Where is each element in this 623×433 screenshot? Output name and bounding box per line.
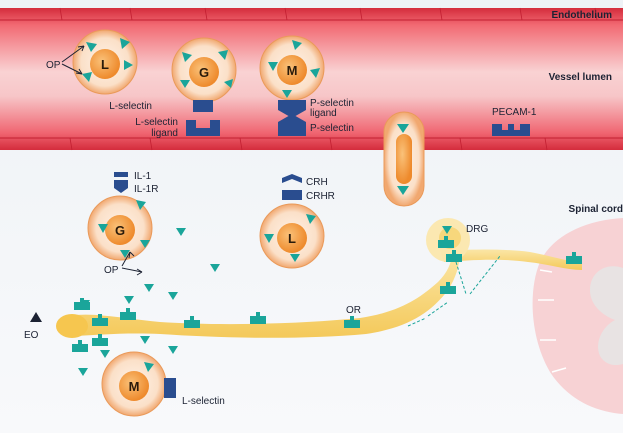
op-receptor-icon xyxy=(290,254,300,262)
op-receptor-icon xyxy=(86,42,97,52)
op-receptor-icon xyxy=(292,40,302,50)
endothelium-label: Endothelium xyxy=(551,10,612,21)
l-selectin-ligand xyxy=(186,120,220,136)
op-label-bottom: OP xyxy=(104,265,119,276)
cell-letter: G xyxy=(199,65,209,80)
p-selectin-ligand-label-line1: P-selectin xyxy=(310,98,354,109)
op-receptor-icon xyxy=(120,38,130,49)
op-receptor-icon xyxy=(218,50,228,60)
op-receptor-icon xyxy=(310,68,320,78)
op-label-top: OP xyxy=(46,60,61,71)
lumen-lymphocyte: L xyxy=(72,29,138,95)
p-selectin-label: P-selectin xyxy=(310,123,354,134)
vessel-lumen-label: Vessel lumen xyxy=(549,72,612,83)
op-arrows-top xyxy=(61,45,85,75)
drg-label: DRG xyxy=(466,224,488,235)
or-label: OR xyxy=(346,305,361,316)
spinal-cord xyxy=(532,218,623,414)
cell-letter: L xyxy=(101,57,109,72)
lumen-monocyte: M xyxy=(259,35,325,101)
pecam-label: PECAM-1 xyxy=(492,107,537,118)
spinal-cord-label: Spinal cord xyxy=(569,204,623,215)
op-receptor-icon xyxy=(182,52,192,62)
tissue-monocyte: M xyxy=(101,351,176,417)
nerve-fiber xyxy=(56,218,582,338)
tissue-granulocyte: G xyxy=(87,172,153,261)
op-arrows-bottom xyxy=(121,251,143,276)
opioid-receptors xyxy=(72,236,582,352)
crhr-label: CRHR xyxy=(306,191,335,202)
l-selectin-ligand-label-line1: L-selectin xyxy=(135,117,178,128)
crh-label: CRH xyxy=(306,177,328,188)
op-receptor-icon xyxy=(120,250,130,258)
op-receptor-icon xyxy=(136,200,146,210)
cell-letter: M xyxy=(129,379,140,394)
l-selectin-ligand-label-line2: ligand xyxy=(151,128,178,139)
op-receptor-icon xyxy=(224,79,233,88)
tissue-lymphocyte: L xyxy=(259,174,325,269)
p-selectin-ligand-label-line2: ligand xyxy=(310,108,337,119)
crh-icon xyxy=(282,174,302,183)
op-receptor-icon xyxy=(397,186,409,195)
eo-label: EO xyxy=(24,330,39,341)
op-receptor-icon xyxy=(306,214,316,224)
il1-receptor-icon xyxy=(114,180,128,193)
il1-icon xyxy=(114,172,128,177)
op-receptor-icon xyxy=(140,240,150,248)
op-receptor-icon xyxy=(144,362,154,372)
op-receptor-icon xyxy=(82,72,92,82)
p-selectin-ligand xyxy=(278,100,306,118)
op-receptor-icon xyxy=(180,80,190,88)
l-selectin-label: L-selectin xyxy=(109,101,152,112)
cell-letter: M xyxy=(287,63,298,78)
l-selectin-receptor xyxy=(164,378,176,398)
op-receptor-icon xyxy=(268,62,278,71)
l-selectin-receptor xyxy=(193,100,213,112)
op-receptor-icon xyxy=(124,60,133,70)
lumen-granulocyte: G xyxy=(171,37,237,103)
op-receptor-icon xyxy=(397,124,409,133)
eo-stimulus-icon xyxy=(30,312,42,322)
migrating-cell xyxy=(383,111,425,207)
il1r-label: IL-1R xyxy=(134,184,158,195)
op-receptor-icon xyxy=(264,234,274,243)
l-selectin-bottom-label: L-selectin xyxy=(182,396,225,407)
crh-receptor-icon xyxy=(282,190,302,200)
cell-letter: L xyxy=(288,231,296,246)
pecam-1 xyxy=(492,124,530,136)
il1-label: IL-1 xyxy=(134,171,152,182)
op-receptor-icon xyxy=(282,90,292,98)
axonal-transport-arrows xyxy=(407,255,501,327)
p-selectin xyxy=(278,114,306,136)
op-receptor-icon xyxy=(98,224,108,233)
cell-letter: G xyxy=(115,223,125,238)
